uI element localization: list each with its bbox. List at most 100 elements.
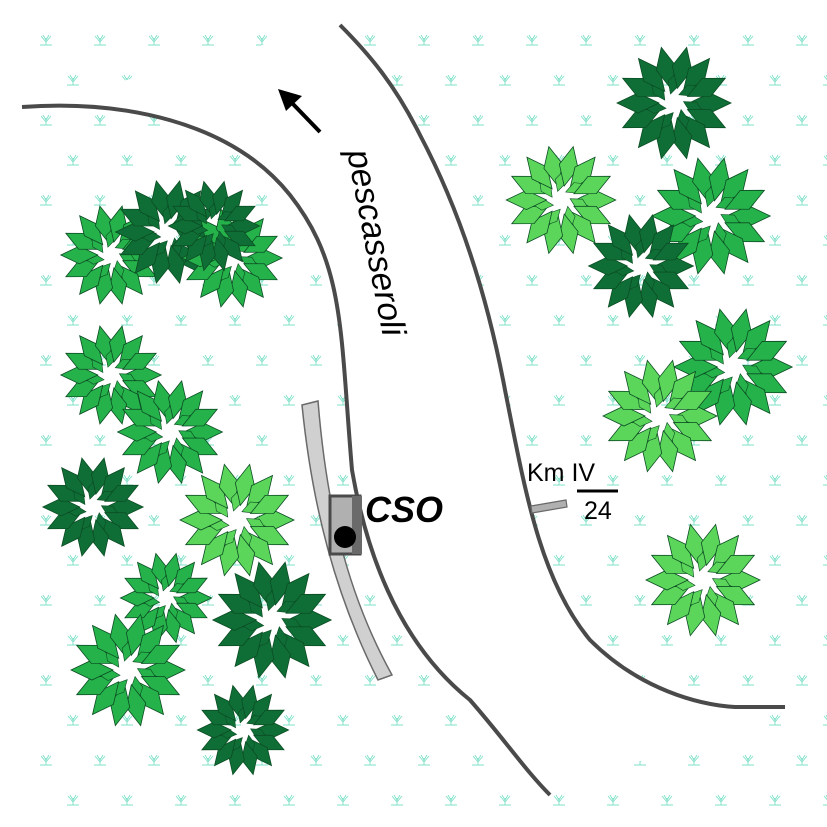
marsh-tuft-icon bbox=[201, 674, 215, 686]
marsh-tuft-icon bbox=[444, 154, 458, 166]
marsh-tuft-icon bbox=[822, 714, 827, 726]
marsh-tuft-icon bbox=[255, 34, 269, 46]
tree-icon bbox=[587, 213, 695, 319]
marsh-tuft-icon bbox=[93, 194, 107, 206]
marsh-tuft-icon bbox=[228, 394, 242, 406]
marsh-tuft-icon bbox=[471, 754, 485, 766]
marsh-tuft-icon bbox=[768, 74, 782, 86]
marsh-tuft-icon bbox=[552, 74, 566, 86]
marsh-tuft-icon bbox=[687, 674, 701, 686]
marsh-tuft-icon bbox=[795, 434, 809, 446]
marsh-tuft-icon bbox=[552, 314, 566, 326]
tree-icon bbox=[59, 325, 163, 425]
marsh-tuft-icon bbox=[687, 34, 701, 46]
marsh-tuft-icon bbox=[336, 474, 350, 486]
marsh-tuft-icon bbox=[795, 754, 809, 766]
marsh-tuft-icon bbox=[552, 394, 566, 406]
marsh-tuft-icon bbox=[741, 754, 755, 766]
station-marker-icon bbox=[328, 494, 362, 556]
marsh-tuft-icon bbox=[93, 754, 107, 766]
marsh-tuft-icon bbox=[795, 194, 809, 206]
marsh-tuft-icon bbox=[228, 794, 242, 806]
marsh-tuft-icon bbox=[606, 474, 620, 486]
marsh-tuft-icon bbox=[66, 154, 80, 166]
marsh-tuft-icon bbox=[822, 234, 827, 246]
marsh-tuft-icon bbox=[606, 314, 620, 326]
marsh-tuft-icon bbox=[309, 674, 323, 686]
marsh-tuft-icon bbox=[363, 754, 377, 766]
marsh-tuft-icon bbox=[714, 634, 728, 646]
marsh-tuft-icon bbox=[120, 154, 134, 166]
marsh-tuft-icon bbox=[363, 594, 377, 606]
marsh-tuft-icon bbox=[498, 314, 512, 326]
marsh-tuft-icon bbox=[309, 754, 323, 766]
marsh-tuft-icon bbox=[741, 274, 755, 286]
flow-arrow-icon bbox=[278, 89, 322, 134]
marsh-tuft-icon bbox=[660, 634, 674, 646]
marsh-tuft-icon bbox=[39, 274, 53, 286]
marsh-tuft-icon bbox=[498, 154, 512, 166]
marsh-tuft-icon bbox=[687, 274, 701, 286]
km-number: 24 bbox=[584, 497, 612, 525]
marsh-tuft-icon bbox=[579, 274, 593, 286]
tree-icon bbox=[196, 684, 290, 776]
river-bank-left bbox=[21, 103, 552, 797]
marsh-tuft-icon bbox=[606, 154, 620, 166]
marsh-tuft-icon bbox=[255, 194, 269, 206]
marsh-tuft-icon bbox=[282, 794, 296, 806]
marsh-tuft-icon bbox=[660, 314, 674, 326]
marsh-tuft-icon bbox=[417, 674, 431, 686]
marsh-tuft-icon bbox=[525, 34, 539, 46]
station-label: CSO bbox=[365, 489, 443, 530]
marsh-tuft-icon bbox=[282, 474, 296, 486]
marsh-tuft-icon bbox=[687, 514, 701, 526]
marsh-tuft-icon bbox=[525, 434, 539, 446]
marsh-tuft-icon bbox=[228, 314, 242, 326]
marsh-tuft-icon bbox=[39, 514, 53, 526]
road bbox=[301, 400, 394, 681]
marsh-tuft-icon bbox=[255, 354, 269, 366]
marsh-tuft-icon bbox=[417, 114, 431, 126]
marsh-tuft-icon bbox=[444, 74, 458, 86]
marsh-tuft-icon bbox=[741, 114, 755, 126]
marsh-tuft-icon bbox=[579, 594, 593, 606]
tree-icon bbox=[602, 359, 718, 473]
marsh-tuft-icon bbox=[93, 34, 107, 46]
marsh-tuft-icon bbox=[633, 34, 647, 46]
marsh-tuft-icon bbox=[471, 114, 485, 126]
marsh-tuft-icon bbox=[741, 34, 755, 46]
marsh-tuft-icon bbox=[66, 714, 80, 726]
tree-icon bbox=[650, 157, 772, 275]
marsh-tuft-icon bbox=[741, 434, 755, 446]
marsh-tuft-icon bbox=[255, 674, 269, 686]
marsh-tuft-icon bbox=[822, 154, 827, 166]
marsh-tuft-icon bbox=[579, 354, 593, 366]
tree-icon bbox=[70, 613, 186, 727]
marsh-tuft-icon bbox=[768, 794, 782, 806]
marsh-tuft-icon bbox=[39, 34, 53, 46]
marsh-tuft-icon bbox=[660, 474, 674, 486]
marsh-tuft-icon bbox=[633, 594, 647, 606]
marsh-tuft-icon bbox=[795, 594, 809, 606]
river-water bbox=[22, 25, 785, 795]
marsh-tuft-icon bbox=[660, 794, 674, 806]
marsh-tuft-icon bbox=[201, 34, 215, 46]
marsh-tuft-icon bbox=[390, 794, 404, 806]
tree-icon bbox=[211, 561, 333, 679]
marsh-tuft-icon bbox=[768, 154, 782, 166]
marsh-tuft-icon bbox=[471, 194, 485, 206]
marsh-tuft-icon bbox=[525, 274, 539, 286]
marsh-tuft-icon bbox=[120, 314, 134, 326]
marsh-tuft-icon bbox=[606, 794, 620, 806]
marsh-tuft-icon bbox=[768, 234, 782, 246]
marsh-tuft-icon bbox=[768, 474, 782, 486]
marsh-tuft-icon bbox=[579, 34, 593, 46]
marsh-tuft-icon bbox=[444, 794, 458, 806]
marsh-tuft-icon bbox=[633, 194, 647, 206]
marsh-tuft-icon bbox=[471, 34, 485, 46]
marsh-tuft-icon bbox=[201, 354, 215, 366]
marsh-tuft-icon bbox=[174, 794, 188, 806]
marsh-tuft-icon bbox=[66, 634, 80, 646]
marsh-tuft-icon bbox=[66, 554, 80, 566]
